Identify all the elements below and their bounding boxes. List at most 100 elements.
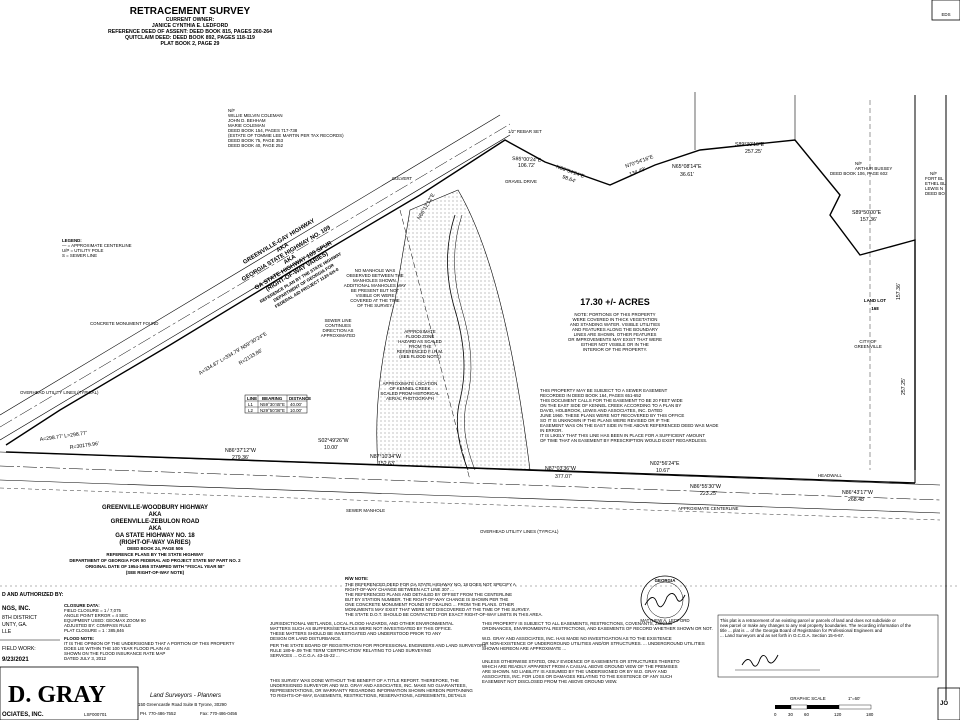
manhole-note-line: BE PRESENT BUT NOT [351,288,399,293]
cert-line: title ... plat is ... of the Georgia Boa… [720,628,883,633]
closure-line: CLOSURE DATA: [64,603,100,608]
road-south-6: (RIGHT-OF-WAY VARIES) [119,540,190,546]
city-label-2: GREENVILLE [854,344,882,349]
creek-note: APPROXIMATE LOCATION OF KENNEL CREEK SCA… [380,381,440,401]
note-line: RULE 180-6-.09 THE TERM 'CERTIFICATION' … [270,648,432,653]
headwall-label: HEADWALL [818,473,843,478]
rw-note-line: MONUMENTS MAY EXIST THAT WERE NOT DISCOV… [345,607,530,612]
company-sub: OCIATES, INC. [2,712,44,718]
easement-note-line: JUNE 1960. THESE PLANS WERE NOT RECOVERE… [540,413,684,418]
road-south-9: DEPARTMENT OF GEORGIA FOR FEDERAL AID PR… [69,558,241,563]
bearing-13: N02°56'24"E [650,461,680,467]
scale-tick: 30 [788,712,793,717]
road-south-5: GA STATE HIGHWAY NO. 18 [115,533,195,539]
distance-12: 10.00' [324,445,338,451]
nw-owner-line: MARIE COLEMAN [228,123,265,128]
scale-unit: 1"=60' [848,696,860,701]
company-block: D. GRAY OCIATES, INC. LSF000701 Land Sur… [0,666,238,720]
company-address: 150 Greencastle Road Suite B Tyrone, 302… [138,702,227,707]
land-lot-label: LAND LOT [864,298,887,303]
scale-tick: 0 [774,712,777,717]
hwy18-centerline [0,465,941,501]
seal-surveyor: MATTHEW A. LEDFORD [640,618,689,623]
flood-note: FLOOD NOTE: IT IS THE OPINION OF THE UND… [64,636,235,661]
rw-note-line: THE REFERENCED DEED FOR GA STATE HIGHWAY… [345,582,516,587]
survey-title: RETRACEMENT SURVEY [130,6,251,17]
land-lot-number: 168 [871,306,879,311]
easement-note-line: DAVID, HOLBROOK, LEWIS AND ASSOCIATES, I… [540,408,662,413]
nw-owner-line: N/F [228,108,235,113]
distance-1: 106.72' [518,163,535,169]
rw-note-line: BUT BY STATION NUMBER. THE RIGHT-OF-WAY … [345,597,508,602]
scale-tick: 180 [866,712,874,717]
quitclaim-deed: QUITCLAIM DEED: DEED BOOK 892, PAGES 118… [125,35,255,41]
flood-zone-note-line: FROM THE [409,344,432,349]
bearing-6: S89°50'00"E [852,210,882,216]
right-edge-frame: EDS JO [931,0,960,720]
edge-label-job: JO [940,701,948,707]
acreage-label: 17.30 +/- ACRES [580,297,649,307]
bearing-1: S85°00'24"E [512,156,542,164]
note-line: OR NON-EXISTENCE OF UNDERGROUND UTILITIE… [482,641,705,646]
table-cell: 10.00' [290,408,302,413]
sewer-line [399,209,471,481]
line-table: LINE BEARING DISTANCE L1 N59°30'45"E 40.… [244,394,311,414]
nw-owner-line: DEED BOOK 40, PAGE 252 [228,143,284,148]
note-line: THIS SURVEY WAS DONE WITHOUT THE BENEFIT… [270,678,459,683]
rw-note-line: ONE CONCRETE MONUMENT FOUND BY DEALING .… [345,602,514,607]
hwy109-north-row [0,114,501,416]
property-note-line: WERE COVERED IN THICK VEGETATION [573,317,658,322]
manhole-note-line: ADDITIONAL MANHOLES MAY [344,283,407,288]
distance-2: 98.64' [561,174,576,184]
rw-note-title: R/W NOTE: [345,576,369,581]
legend-item: — = APPROXIMATE CENTERLINE [62,243,132,248]
creek-note-line: AERIAL PHOTOGRAPH [386,396,434,401]
plat-reference: PLAT BOOK 2, PAGE 29 [161,41,220,47]
sewer-note-line: DIRECTION AS [323,328,354,333]
table-cell: L2 [248,408,253,413]
cert-line: ... Land Surveyors and as set forth in O… [720,633,844,638]
table-header: LINE [247,396,257,401]
notes-left: JURISDICTIONAL WETLANDS, LOCAL FLOOD HAZ… [270,621,486,698]
bearing-11: N86°43'17"W [842,490,873,496]
notes-right: THIS PROPERTY IS SUBJECT TO ALL EASEMENT… [482,621,713,684]
left-block-line: LLE [2,629,12,635]
bearing-7: N86°37'12"W [225,448,256,454]
manhole-note-line: COVERED AT THE TIME [350,298,400,303]
bearing-12: S02°49'26"W [318,438,349,444]
e-owner-line: FORT BL [925,176,944,181]
edge-label-top: EDS [941,12,950,17]
flood-note-line: SHOWN ON THE FLOOD INSURANCE RATE MAP [64,651,165,656]
note-line: ORDINANCES, ENVIRONMENTAL RESTRICTIONS, … [482,626,713,631]
east-bearing-b: 257.25' [901,378,907,395]
overhead-util-label-2: OVERHEAD UTILITY LINES (TYPICAL) [480,529,559,534]
road-south-1: GREENVILLE-WOODBURY HIGHWAY [102,505,208,511]
closure-line: PLAT CLOSURE = 1 : 385,846 [64,628,125,633]
closure-line: ADJUSTED BY: COMPASS RULE [64,623,131,628]
adjacent-owners: N/F WILLIE MELVIN COLEMAN JOHN D. BEHHAM… [228,108,946,196]
rw-note-line: THE STATE D.O.T. SHOULD BE CONTACTED FOR… [345,612,543,617]
easement-note-line: RECORDED IN DEED BOOK 164, PAGES 651-652 [540,393,642,398]
title-block: RETRACEMENT SURVEY CURRENT OWNER: JANICE… [108,6,272,47]
boundary-south [5,451,916,484]
flood-note-line: FLOOD NOTE: [64,636,95,641]
centerline-label: APPROXIMATE CENTERLINE [678,506,738,511]
flood-zone-note-line: (SEE FLOOD NOTE) [399,354,441,359]
rw-note-line: THE REFERENCED PLANS AND DETAILED BY OFF… [345,592,512,597]
hwy18-util-line [0,487,941,521]
sewer-note: SEWER LINE CONTINUES DIRECTION AS APPROX… [321,318,356,338]
creek-line-2 [454,214,476,471]
creek-note-line: APPROXIMATE LOCATION [383,381,438,386]
note-line: UNLESS OTHERWISE STATED, ONLY EVIDENCE O… [482,659,680,664]
distance-13: 10.67' [656,468,670,474]
nw-owner-line: DEED BOOK 75, PAGE 353 [228,138,284,143]
culvert-label: CULVERT [392,176,412,181]
hwy109-south-row [0,134,511,441]
flood-note-line: IT IS THE OPINION OF THE UNDERSIGNED THA… [64,641,235,646]
bearing-4: N65°08'14"E [672,164,702,170]
reference-deed: REFERENCE DEED OF ASSENT: DEED BOOK 815,… [108,29,272,35]
left-block-line: 8TH DISTRICT [2,615,38,621]
road-south-8: REFERENCE PLANS BY THE STATE HIGHWAY [106,552,203,557]
distance-10: 223.25' [700,491,717,497]
